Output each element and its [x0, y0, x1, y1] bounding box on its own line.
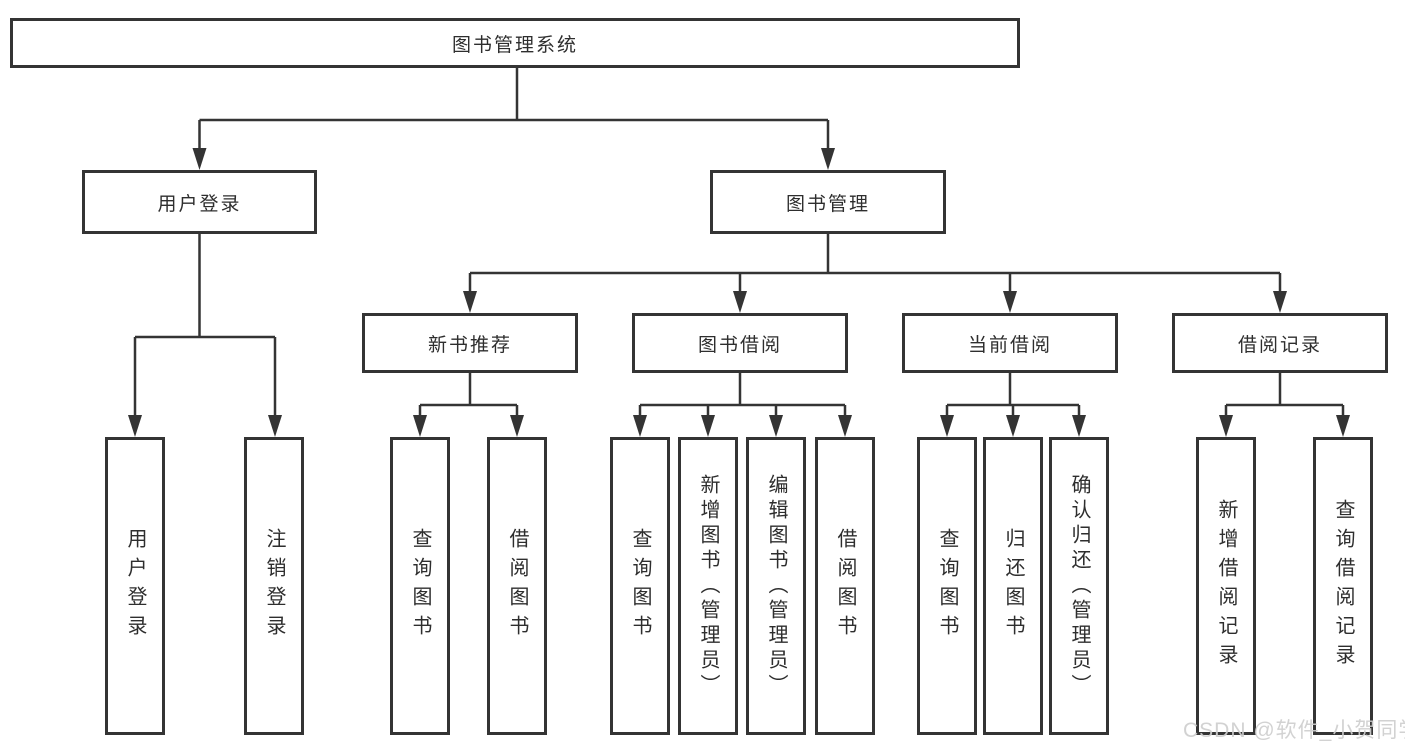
node-leaf-borrow-books-recommend-label: 借阅图书: [506, 528, 528, 644]
node-leaf-query-books-recommend-label: 查询图书: [409, 528, 431, 644]
node-leaf-user-login-label: 用户登录: [124, 528, 146, 644]
node-book-borrow-label: 图书借阅: [697, 334, 782, 356]
node-leaf-confirm-return-admin-label: 确认归还（管理员）: [1068, 473, 1090, 699]
node-book-management-label: 图书管理: [785, 193, 870, 215]
connector-recommend-to-leaves: [418, 373, 519, 417]
node-leaf-edit-book-admin-label: 编辑图书（管理员）: [765, 473, 787, 699]
node-leaf-edit-book-admin: 编辑图书（管理员）: [746, 437, 806, 735]
connector-bookmgmt-to-level3: [468, 234, 1282, 293]
node-root: 图书管理系统: [10, 18, 1020, 68]
connector-borrow-to-leaves: [638, 373, 847, 417]
node-leaf-borrow-books-borrow: 借阅图书: [815, 437, 875, 735]
node-leaf-add-borrow-record: 新增借阅记录: [1196, 437, 1256, 735]
node-leaf-return-book-label: 归还图书: [1002, 528, 1024, 644]
node-leaf-add-borrow-record-label: 新增借阅记录: [1215, 499, 1237, 673]
node-leaf-query-borrow-record: 查询借阅记录: [1313, 437, 1373, 735]
node-leaf-query-books-current: 查询图书: [917, 437, 977, 735]
node-user-login: 用户登录: [82, 170, 317, 234]
node-borrow-records: 借阅记录: [1172, 313, 1388, 373]
connector-root-to-level2: [198, 68, 830, 150]
node-book-borrow: 图书借阅: [632, 313, 848, 373]
connector-userlogin-to-leaves: [133, 234, 277, 417]
node-current-borrow: 当前借阅: [902, 313, 1118, 373]
node-current-borrow-label: 当前借阅: [967, 334, 1052, 356]
node-leaf-confirm-return-admin: 确认归还（管理员）: [1049, 437, 1109, 735]
arrowheads: [128, 148, 1350, 437]
node-leaf-logout-label: 注销登录: [263, 528, 285, 644]
connector-records-to-leaves: [1224, 373, 1345, 417]
node-new-book-recommend-label: 新书推荐: [427, 334, 512, 356]
node-leaf-query-books-borrow-label: 查询图书: [629, 528, 651, 644]
node-leaf-add-book-admin: 新增图书（管理员）: [678, 437, 738, 735]
connector-current-to-leaves: [945, 373, 1081, 417]
node-leaf-return-book: 归还图书: [983, 437, 1043, 735]
csdn-watermark: CSDN @软件_小贺同学: [1183, 719, 1405, 742]
node-leaf-query-borrow-record-label: 查询借阅记录: [1332, 499, 1354, 673]
node-book-management: 图书管理: [710, 170, 946, 234]
node-leaf-user-login: 用户登录: [105, 437, 165, 735]
node-leaf-query-books-recommend: 查询图书: [390, 437, 450, 735]
node-user-login-label: 用户登录: [157, 193, 242, 215]
node-leaf-borrow-books-recommend: 借阅图书: [487, 437, 547, 735]
node-leaf-borrow-books-borrow-label: 借阅图书: [834, 528, 856, 644]
node-root-label: 图书管理系统: [451, 34, 578, 56]
node-leaf-query-books-borrow: 查询图书: [610, 437, 670, 735]
node-new-book-recommend: 新书推荐: [362, 313, 578, 373]
node-leaf-add-book-admin-label: 新增图书（管理员）: [697, 473, 719, 699]
node-leaf-query-books-current-label: 查询图书: [936, 528, 958, 644]
node-leaf-logout: 注销登录: [244, 437, 304, 735]
node-borrow-records-label: 借阅记录: [1237, 334, 1322, 356]
